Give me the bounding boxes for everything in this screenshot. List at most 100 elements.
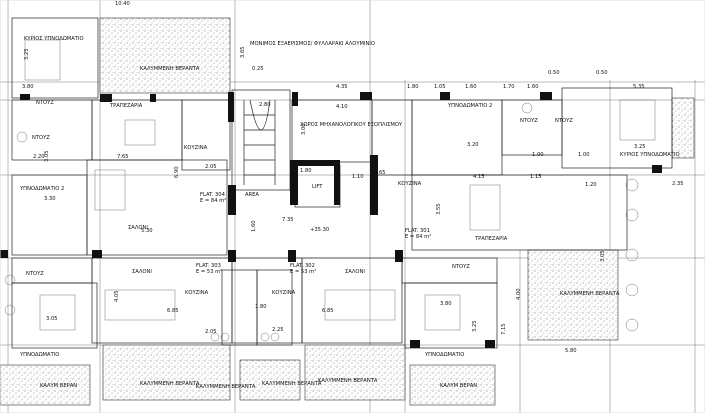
dim-label: 3.55 (436, 203, 442, 215)
dim-label: 1.00 (578, 152, 590, 158)
dim-label: 3.20 (467, 142, 479, 148)
dim-label: 7.15 (501, 323, 507, 335)
dim-label: 2.80 (259, 102, 271, 108)
dim-label: 2.25 (272, 327, 284, 333)
veranda-e-hatch (671, 97, 695, 159)
flat-area: Ε = 84 m² (200, 198, 226, 204)
dim-label: 5.30 (141, 228, 153, 234)
room-label: ΣΑΛΟΝΙ (345, 269, 365, 275)
dim-label: 6.85 (167, 308, 179, 314)
flat-number: FLAT. 304 (200, 192, 226, 198)
veranda-s1-hatch (102, 344, 231, 401)
dim-label: 1.70 (503, 84, 515, 90)
dim-label: 1.80 (300, 168, 312, 174)
dim-label: 2.05 (205, 329, 217, 335)
flat-area: Ε = 84 m² (405, 234, 431, 240)
room-label: ΚΑΛΥΜ ΒΕΡΑΝ (40, 383, 77, 389)
dim-label: 3.05 (44, 150, 50, 162)
room-label: ΥΠΝΟΔΩΜΑΤΙΟ (424, 352, 464, 358)
dim-label: 2.05 (205, 164, 217, 170)
veranda-s3-hatch (304, 344, 406, 401)
dim-label: 1.00 (532, 152, 544, 158)
dim-label: 2.20 (33, 154, 45, 160)
veranda-se2-hatch (409, 364, 496, 406)
room-label: ΚΑΛΥΜΜΕΝΗ ΒΕΡΑΝΤΑ (196, 384, 256, 390)
room-label: ΚΑΛΥΜΜΕΝΗ ΒΕΡΑΝΤΑ (318, 378, 378, 384)
dim-label: 1.60 (251, 220, 257, 232)
furniture (4, 39, 656, 342)
room-label: ΚΥΡΙΟΣ ΥΠΝΟΔΩΜΑΤΙΟ (24, 36, 84, 42)
dim-label: 7.65 (117, 154, 129, 160)
dim-label: 6.85 (322, 308, 334, 314)
dim-label: 0.50 (596, 70, 608, 76)
dim-label: 2.65 (374, 170, 386, 176)
room-label: ΥΠΝΟΔΩΜΑΤΙΟ (19, 352, 59, 358)
room-label: ΝΤΟΥΖ (36, 100, 54, 106)
flat-area: Ε = 53 m² (196, 269, 222, 275)
room-label: ΚΟΥΖΙΝΑ (398, 181, 422, 187)
dim-label: 5.80 (565, 348, 577, 354)
room-label: ΚΟΥΖΙΝΑ (272, 290, 296, 296)
room-label: ΝΤΟΥΖ (555, 118, 573, 124)
room-label: LIFT (312, 184, 323, 190)
veranda-sw-hatch (0, 364, 91, 406)
flat-number: FLAT. 302 (290, 263, 315, 269)
flat-area: Ε = 53 m² (290, 269, 316, 275)
room-outlines (11, 17, 673, 349)
dim-label: 3.25 (472, 320, 478, 332)
dim-label: 0.25 (252, 66, 264, 72)
room-label: ΣΑΛΟΝΙ (128, 225, 148, 231)
dim-label: 1.80 (407, 84, 419, 90)
veranda-se-hatch (527, 249, 619, 341)
dim-label: 1.20 (585, 182, 597, 188)
dim-label: 3.80 (22, 84, 34, 90)
dim-label: 2.35 (672, 181, 684, 187)
room-label: ΚΑΛΥΜΜΕΝΗ ΒΕΡΑΝΤΑ (560, 291, 620, 297)
flat-number: FLAT. 303 (196, 263, 221, 269)
room-label: ΚΑΛΥΜΜΕΝΗ ΒΕΡΑΝΤΑ (140, 66, 200, 72)
room-label: ΥΠΝΟΔΩΜΑΤΙΟ 2 (19, 186, 64, 192)
room-label: ΚΟΥΖΙΝΑ (185, 290, 209, 296)
dim-label: 3.65 (240, 46, 246, 58)
dim-label: 3.25 (24, 48, 30, 60)
dim-label: 10.40 (115, 1, 130, 7)
room-label: ΚΥΡΙΟΣ ΥΠΝΟΔΩΜΑΤΙΟ (620, 152, 680, 158)
room-label: ΚΑΛΥΜ ΒΕΡΑΝ (440, 383, 477, 389)
dim-label: 1.15 (530, 174, 542, 180)
room-label: ΤΡΑΠΕΖΑΡΙΑ (474, 236, 508, 242)
veranda-areas (0, 17, 695, 406)
dim-label: 3.00 (301, 123, 307, 135)
level-mark: +35.30 (310, 227, 329, 233)
room-labels: ΚΥΡΙΟΣ ΥΠΝΟΔΩΜΑΤΙΟ ΚΑΛΥΜΜΕΝΗ ΒΕΡΑΝΤΑ ΝΤΟ… (19, 36, 680, 390)
staircase (243, 99, 276, 185)
dim-label: 3.25 (634, 144, 646, 150)
dim-label: 6.90 (174, 166, 180, 178)
room-label: ΝΤΟΥΖ (452, 264, 470, 270)
room-label: ΚΟΥΖΙΝΑ (184, 145, 208, 151)
room-label: AREA (245, 192, 259, 198)
dim-label: 3.05 (600, 250, 606, 262)
dim-label: 1.80 (255, 304, 267, 310)
dim-label: 1.60 (527, 84, 539, 90)
dimension-labels: 3.25 3.80 4.35 4.10 1.80 1.05 1.60 1.70 … (22, 1, 684, 354)
room-label: ΚΑΛΥΜΜΕΝΗ ΒΕΡΑΝΤΑ (262, 381, 322, 387)
dim-label: 4.15 (473, 174, 485, 180)
dim-label: 5.35 (633, 84, 645, 90)
dim-label: 3.05 (46, 316, 58, 322)
room-label: ΤΡΑΠΕΖΑΡΙΑ (109, 103, 143, 109)
dim-label: 0.50 (548, 70, 560, 76)
flat-number: FLAT. 301 (405, 228, 430, 234)
room-label: ΝΤΟΥΖ (26, 271, 44, 277)
dim-label: 3.80 (440, 301, 452, 307)
room-label: ΧΩΡΟΣ ΜΗΧΑΝΟΛΟΓΙΚΟΥ ΕΞΟΠΛΙΣΜΟΥ (300, 122, 403, 128)
room-label: ΜΟΝΙΜΟΣ ΕΞΑΕΡΙΣΜΟΣ/ ΦΥΛΛΑΡΑΚΙ ΑΛΟΥΜΙΝΙΟ (250, 41, 375, 47)
room-label: ΝΤΟΥΖ (520, 118, 538, 124)
room-label: ΚΑΛΥΜΜΕΝΗ ΒΕΡΑΝΤΑ (140, 381, 200, 387)
structural-walls (0, 92, 662, 348)
dim-label: 4.35 (336, 84, 348, 90)
dim-label: 1.10 (352, 174, 364, 180)
room-label: ΥΠΝΟΔΩΜΑΤΙΟ 2 (447, 103, 492, 109)
dim-label: 3.30 (44, 196, 56, 202)
dim-label: 7.35 (282, 217, 294, 223)
